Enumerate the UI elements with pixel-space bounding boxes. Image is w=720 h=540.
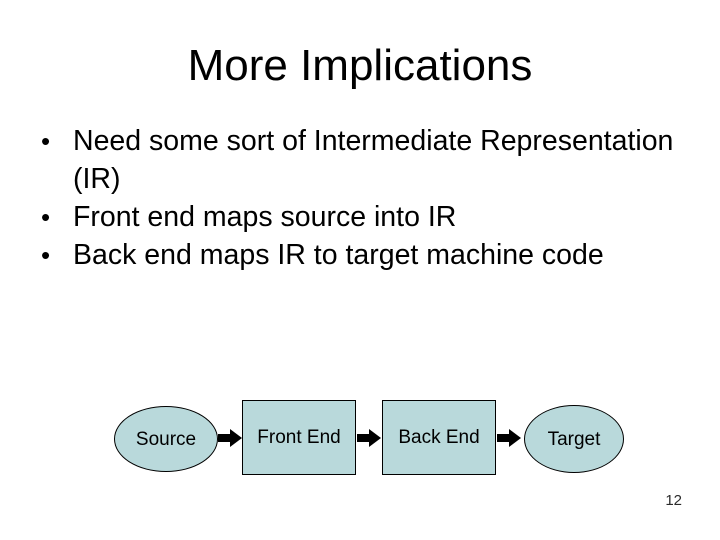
slide-title: More Implications bbox=[187, 41, 533, 90]
diagram-node-label: Source bbox=[135, 428, 197, 450]
bullet-item: • Need some sort of Intermediate Represe… bbox=[40, 122, 688, 198]
bullet-text: Front end maps source into IR bbox=[73, 201, 457, 233]
bullet-text: Back end maps IR to target machine code bbox=[73, 239, 604, 271]
bullet-text: Need some sort of Intermediate Represent… bbox=[73, 125, 674, 195]
bullet-item: • Front end maps source into IR bbox=[40, 198, 688, 236]
page-number: 12 bbox=[665, 492, 682, 509]
arrow-right-icon bbox=[357, 429, 381, 447]
diagram-node-target: Target bbox=[524, 405, 624, 473]
diagram-node-label: Front End bbox=[257, 427, 341, 448]
bullet-item: • Back end maps IR to target machine cod… bbox=[40, 236, 688, 274]
bullet-icon: • bbox=[41, 126, 51, 156]
bullet-list: • Need some sort of Intermediate Represe… bbox=[40, 122, 688, 274]
bullet-icon: • bbox=[41, 202, 51, 232]
diagram-node-label: Back End bbox=[398, 427, 480, 448]
diagram-node-back-end: Back End bbox=[382, 400, 496, 475]
bullet-icon: • bbox=[41, 240, 51, 270]
diagram-node-source: Source bbox=[114, 406, 218, 472]
diagram-node-front-end: Front End bbox=[242, 400, 356, 475]
arrow-right-icon bbox=[218, 429, 242, 447]
diagram-node-label: Target bbox=[547, 428, 601, 450]
arrow-right-icon bbox=[497, 429, 521, 447]
